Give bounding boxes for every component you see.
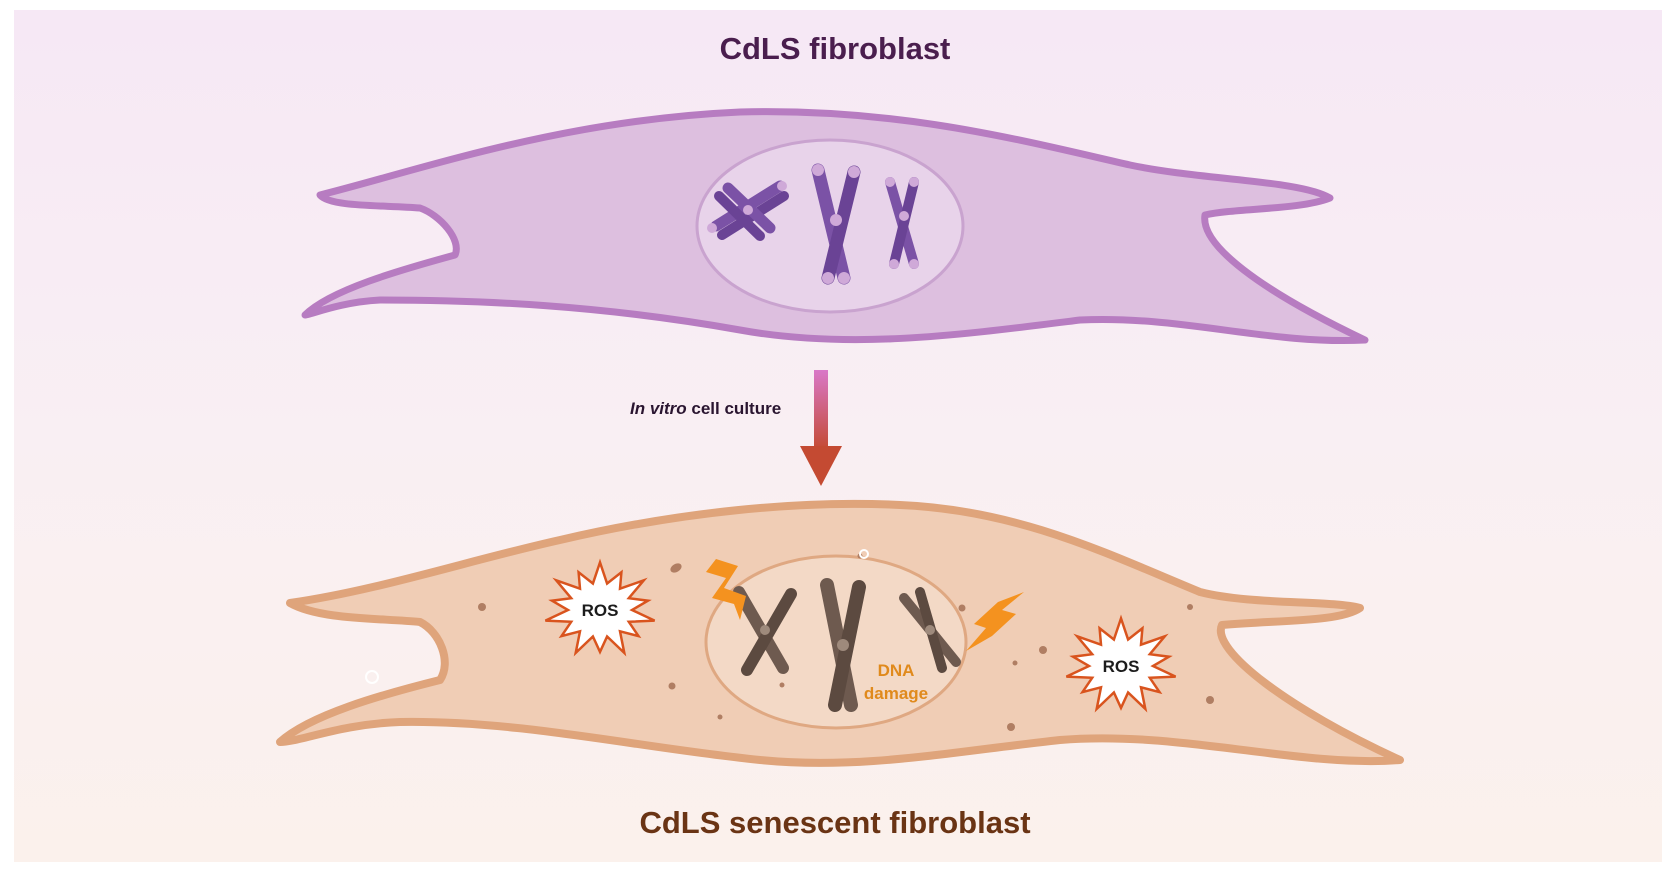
vesicle xyxy=(365,670,379,684)
senescent-fibroblast: DNA damage ROS ROS xyxy=(276,499,1404,767)
senescent-chromosome-2 xyxy=(820,578,866,712)
lightning-bolt-right-icon xyxy=(966,592,1024,651)
lightning-bolt-left-icon xyxy=(706,559,746,620)
vesicle xyxy=(859,549,869,559)
title-cdls-senescent-fibroblast: CdLS senescent fibroblast xyxy=(639,805,1030,840)
healthy-fibroblast xyxy=(301,108,1369,345)
dna-damage-label-line1: DNA xyxy=(878,661,915,680)
senescent-chromosome-3 xyxy=(899,587,961,673)
culture-arrow xyxy=(800,370,842,486)
title-cdls-fibroblast: CdLS fibroblast xyxy=(720,31,951,66)
arrow-label-italic: In vitro xyxy=(630,399,687,418)
ros-burst-left: ROS xyxy=(544,558,656,657)
ros-burst-right: ROS xyxy=(1065,614,1177,713)
ros-label-left: ROS xyxy=(582,601,619,620)
healthy-chromosome-2 xyxy=(811,163,861,285)
dna-damage-label-line2: damage xyxy=(864,684,928,703)
arrow-label: In vitro cell culture xyxy=(630,399,781,418)
senescent-chromosome-1 xyxy=(733,586,797,676)
cytoplasm-debris xyxy=(478,553,1214,731)
healthy-chromosome-3 xyxy=(885,177,919,269)
arrow-label-rest: cell culture xyxy=(687,399,781,418)
healthy-chromosome-1 xyxy=(707,180,789,241)
ros-label-right: ROS xyxy=(1103,657,1140,676)
